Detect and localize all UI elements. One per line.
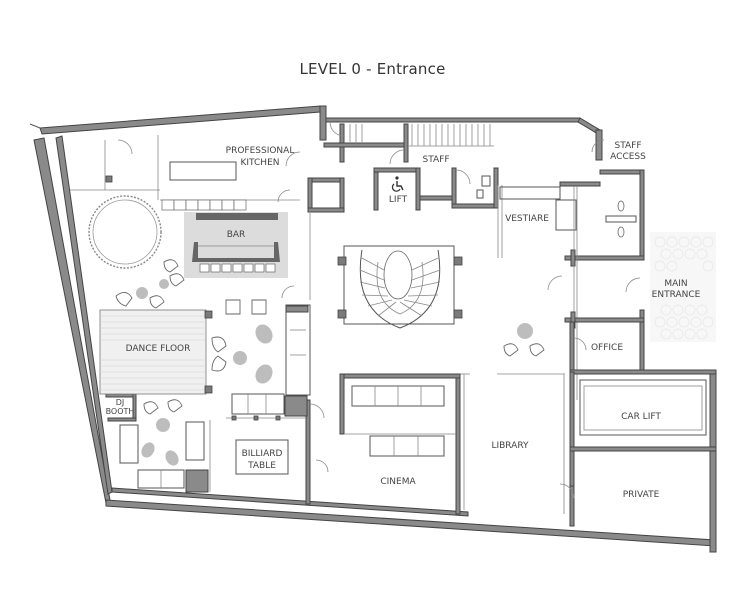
label-main-entrance-2: ENTRANCE xyxy=(652,290,701,300)
label-dj-booth: DJ xyxy=(116,398,125,407)
label-dj-booth-2: BOOTH xyxy=(106,407,135,416)
label-bar: BAR xyxy=(227,230,246,240)
label-professional-kitchen-2: KITCHEN xyxy=(241,158,280,168)
label-billiard-table-2: TABLE xyxy=(247,461,276,471)
label-staff: STAFF xyxy=(422,155,449,165)
label-office: OFFICE xyxy=(591,343,623,353)
label-lift: LIFT xyxy=(389,195,408,205)
label-staff-access: STAFF xyxy=(614,141,641,151)
furniture xyxy=(115,259,545,466)
label-private: PRIVATE xyxy=(623,490,660,500)
bar-area xyxy=(161,199,288,278)
label-car-lift: CAR LIFT xyxy=(621,412,661,422)
label-library: LIBRARY xyxy=(491,441,529,451)
label-cinema: CINEMA xyxy=(380,477,416,487)
entrance-paving xyxy=(650,232,716,342)
room-labels: PROFESSIONAL KITCHEN STAFF STAFF ACCESS … xyxy=(106,141,701,500)
doors xyxy=(117,121,641,499)
exterior-walls xyxy=(29,105,717,553)
label-main-entrance: MAIN xyxy=(664,279,687,289)
accessible-icon xyxy=(391,176,404,192)
label-staff-access-2: ACCESS xyxy=(610,152,646,162)
label-professional-kitchen: PROFESSIONAL xyxy=(226,146,295,156)
interior-walls xyxy=(70,123,717,527)
label-dance-floor: DANCE FLOOR xyxy=(126,344,191,354)
label-billiard-table: BILLIARD xyxy=(242,449,283,459)
dance-floor xyxy=(99,309,213,395)
plan-title: LEVEL 0 - Entrance xyxy=(299,60,446,78)
label-vestiare: VESTIARE xyxy=(505,214,549,224)
